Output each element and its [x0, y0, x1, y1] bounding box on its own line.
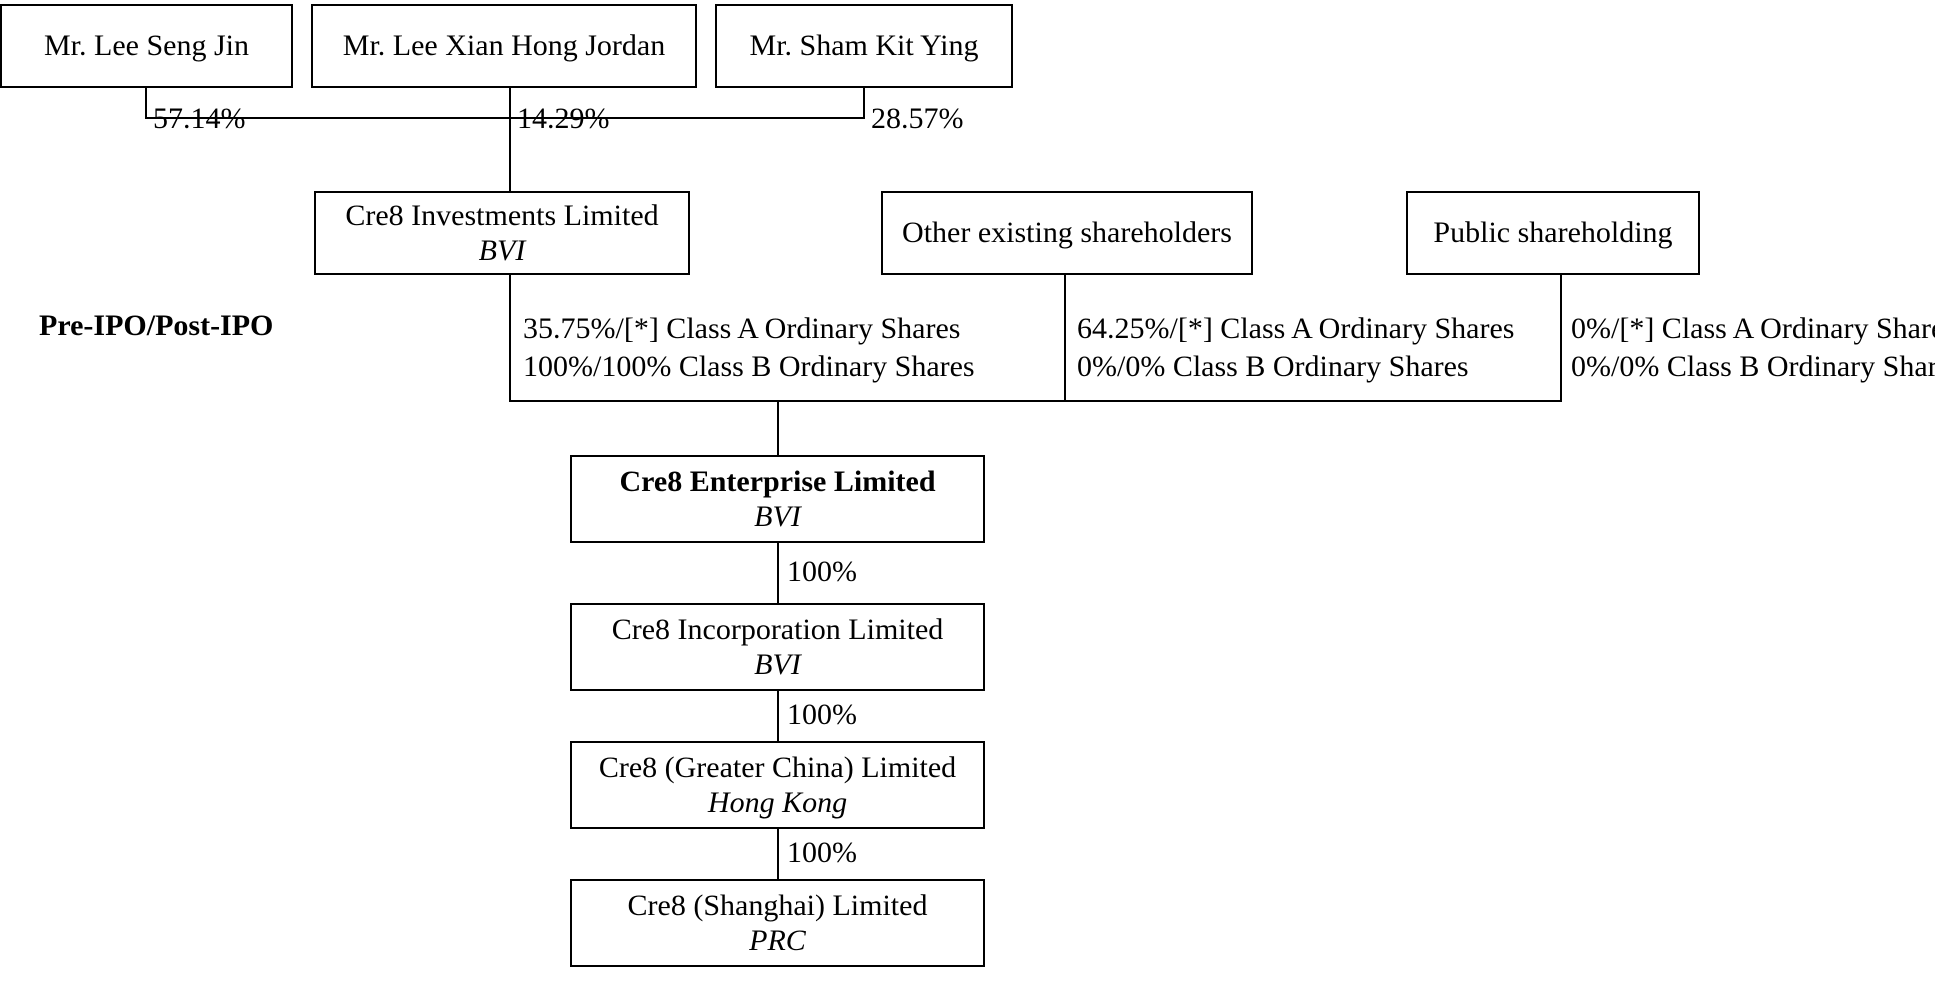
connector-enterprise-to-incorporation [777, 543, 779, 603]
shareclass-b-line: 100%/100% Class B Ordinary Shares [523, 350, 975, 384]
entity-box-cre8-enterprise-limited: Cre8 Enterprise Limited BVI [570, 455, 985, 543]
entity-box-public-shareholding: Public shareholding [1406, 191, 1700, 275]
connector-incorporation-to-greater-china [777, 691, 779, 741]
entity-name: Cre8 Enterprise Limited [619, 464, 936, 498]
percent-label-incorporation-to-greater-china: 100% [787, 698, 857, 731]
percent-label-sham-kit-ying: 28.57% [871, 102, 964, 135]
shareclass-labels-cre8-investments: 35.75%/[*] Class A Ordinary Shares 100%/… [523, 310, 975, 387]
shareholder-name: Mr. Lee Seng Jin [44, 29, 249, 63]
shareclass-labels-public-shareholding: 0%/[*] Class A Ordinary Shares 0%/0% Cla… [1571, 310, 1935, 387]
shareholder-box-lee-seng-jin: Mr. Lee Seng Jin [0, 4, 293, 88]
entity-name: Cre8 Investments Limited [345, 198, 659, 232]
entity-name: Cre8 (Greater China) Limited [598, 750, 957, 784]
connector-cre8-investments-down [509, 275, 511, 402]
connector-shareholder-1 [145, 88, 147, 119]
shareholder-name: Mr. Lee Xian Hong Jordan [342, 29, 666, 63]
pre-post-ipo-caption: Pre-IPO/Post-IPO [39, 309, 274, 342]
entity-box-cre8-shanghai-limited: Cre8 (Shanghai) Limited PRC [570, 879, 985, 967]
percent-label-enterprise-to-incorporation: 100% [787, 555, 857, 588]
connector-shareholder-2 [509, 88, 511, 119]
shareholder-box-sham-kit-ying: Mr. Sham Kit Ying [715, 4, 1013, 88]
connector-merge-to-cre8-enterprise [777, 400, 779, 455]
shareclass-a-line: 35.75%/[*] Class A Ordinary Shares [523, 312, 961, 345]
shareclass-a-line: 64.25%/[*] Class A Ordinary Shares [1077, 312, 1515, 345]
percent-label-lee-xian-hong-jordan: 14.29% [517, 102, 610, 135]
entity-name: Cre8 (Shanghai) Limited [627, 888, 928, 922]
entity-jurisdiction: PRC [749, 924, 806, 957]
connector-other-shareholders-down [1064, 275, 1066, 402]
entity-jurisdiction: BVI [754, 648, 801, 681]
percent-label-lee-seng-jin: 57.14% [153, 102, 246, 135]
entity-box-other-existing-shareholders: Other existing shareholders [881, 191, 1253, 275]
percent-label-greater-china-to-shanghai: 100% [787, 836, 857, 869]
entity-name: Other existing shareholders [902, 216, 1232, 250]
shareclass-a-line: 0%/[*] Class A Ordinary Shares [1571, 312, 1935, 345]
connector-shareclass-merge-bar [509, 400, 1562, 402]
shareclass-labels-other-shareholders: 64.25%/[*] Class A Ordinary Shares 0%/0%… [1077, 310, 1514, 387]
entity-jurisdiction: BVI [478, 234, 526, 267]
entity-box-cre8-incorporation-limited: Cre8 Incorporation Limited BVI [570, 603, 985, 691]
shareclass-b-line: 0%/0% Class B Ordinary Shares [1077, 350, 1469, 384]
entity-box-cre8-investments-limited: Cre8 Investments Limited BVI [314, 191, 690, 275]
entity-name: Cre8 Incorporation Limited [611, 612, 944, 646]
shareholder-box-lee-xian-hong-jordan: Mr. Lee Xian Hong Jordan [311, 4, 697, 88]
entity-box-cre8-greater-china-limited: Cre8 (Greater China) Limited Hong Kong [570, 741, 985, 829]
connector-shareholder-3 [863, 88, 865, 119]
shareclass-b-line: 0%/0% Class B Ordinary Shares [1571, 350, 1935, 384]
shareholder-name: Mr. Sham Kit Ying [749, 29, 979, 63]
connector-public-shareholding-down [1560, 275, 1562, 402]
entity-jurisdiction: BVI [754, 500, 801, 533]
connector-shareholders-merge-bar [145, 117, 865, 119]
entity-name: Public shareholding [1433, 216, 1673, 250]
connector-greater-china-to-shanghai [777, 829, 779, 879]
entity-jurisdiction: Hong Kong [707, 786, 848, 819]
connector-merge-to-cre8-investments [509, 117, 511, 191]
